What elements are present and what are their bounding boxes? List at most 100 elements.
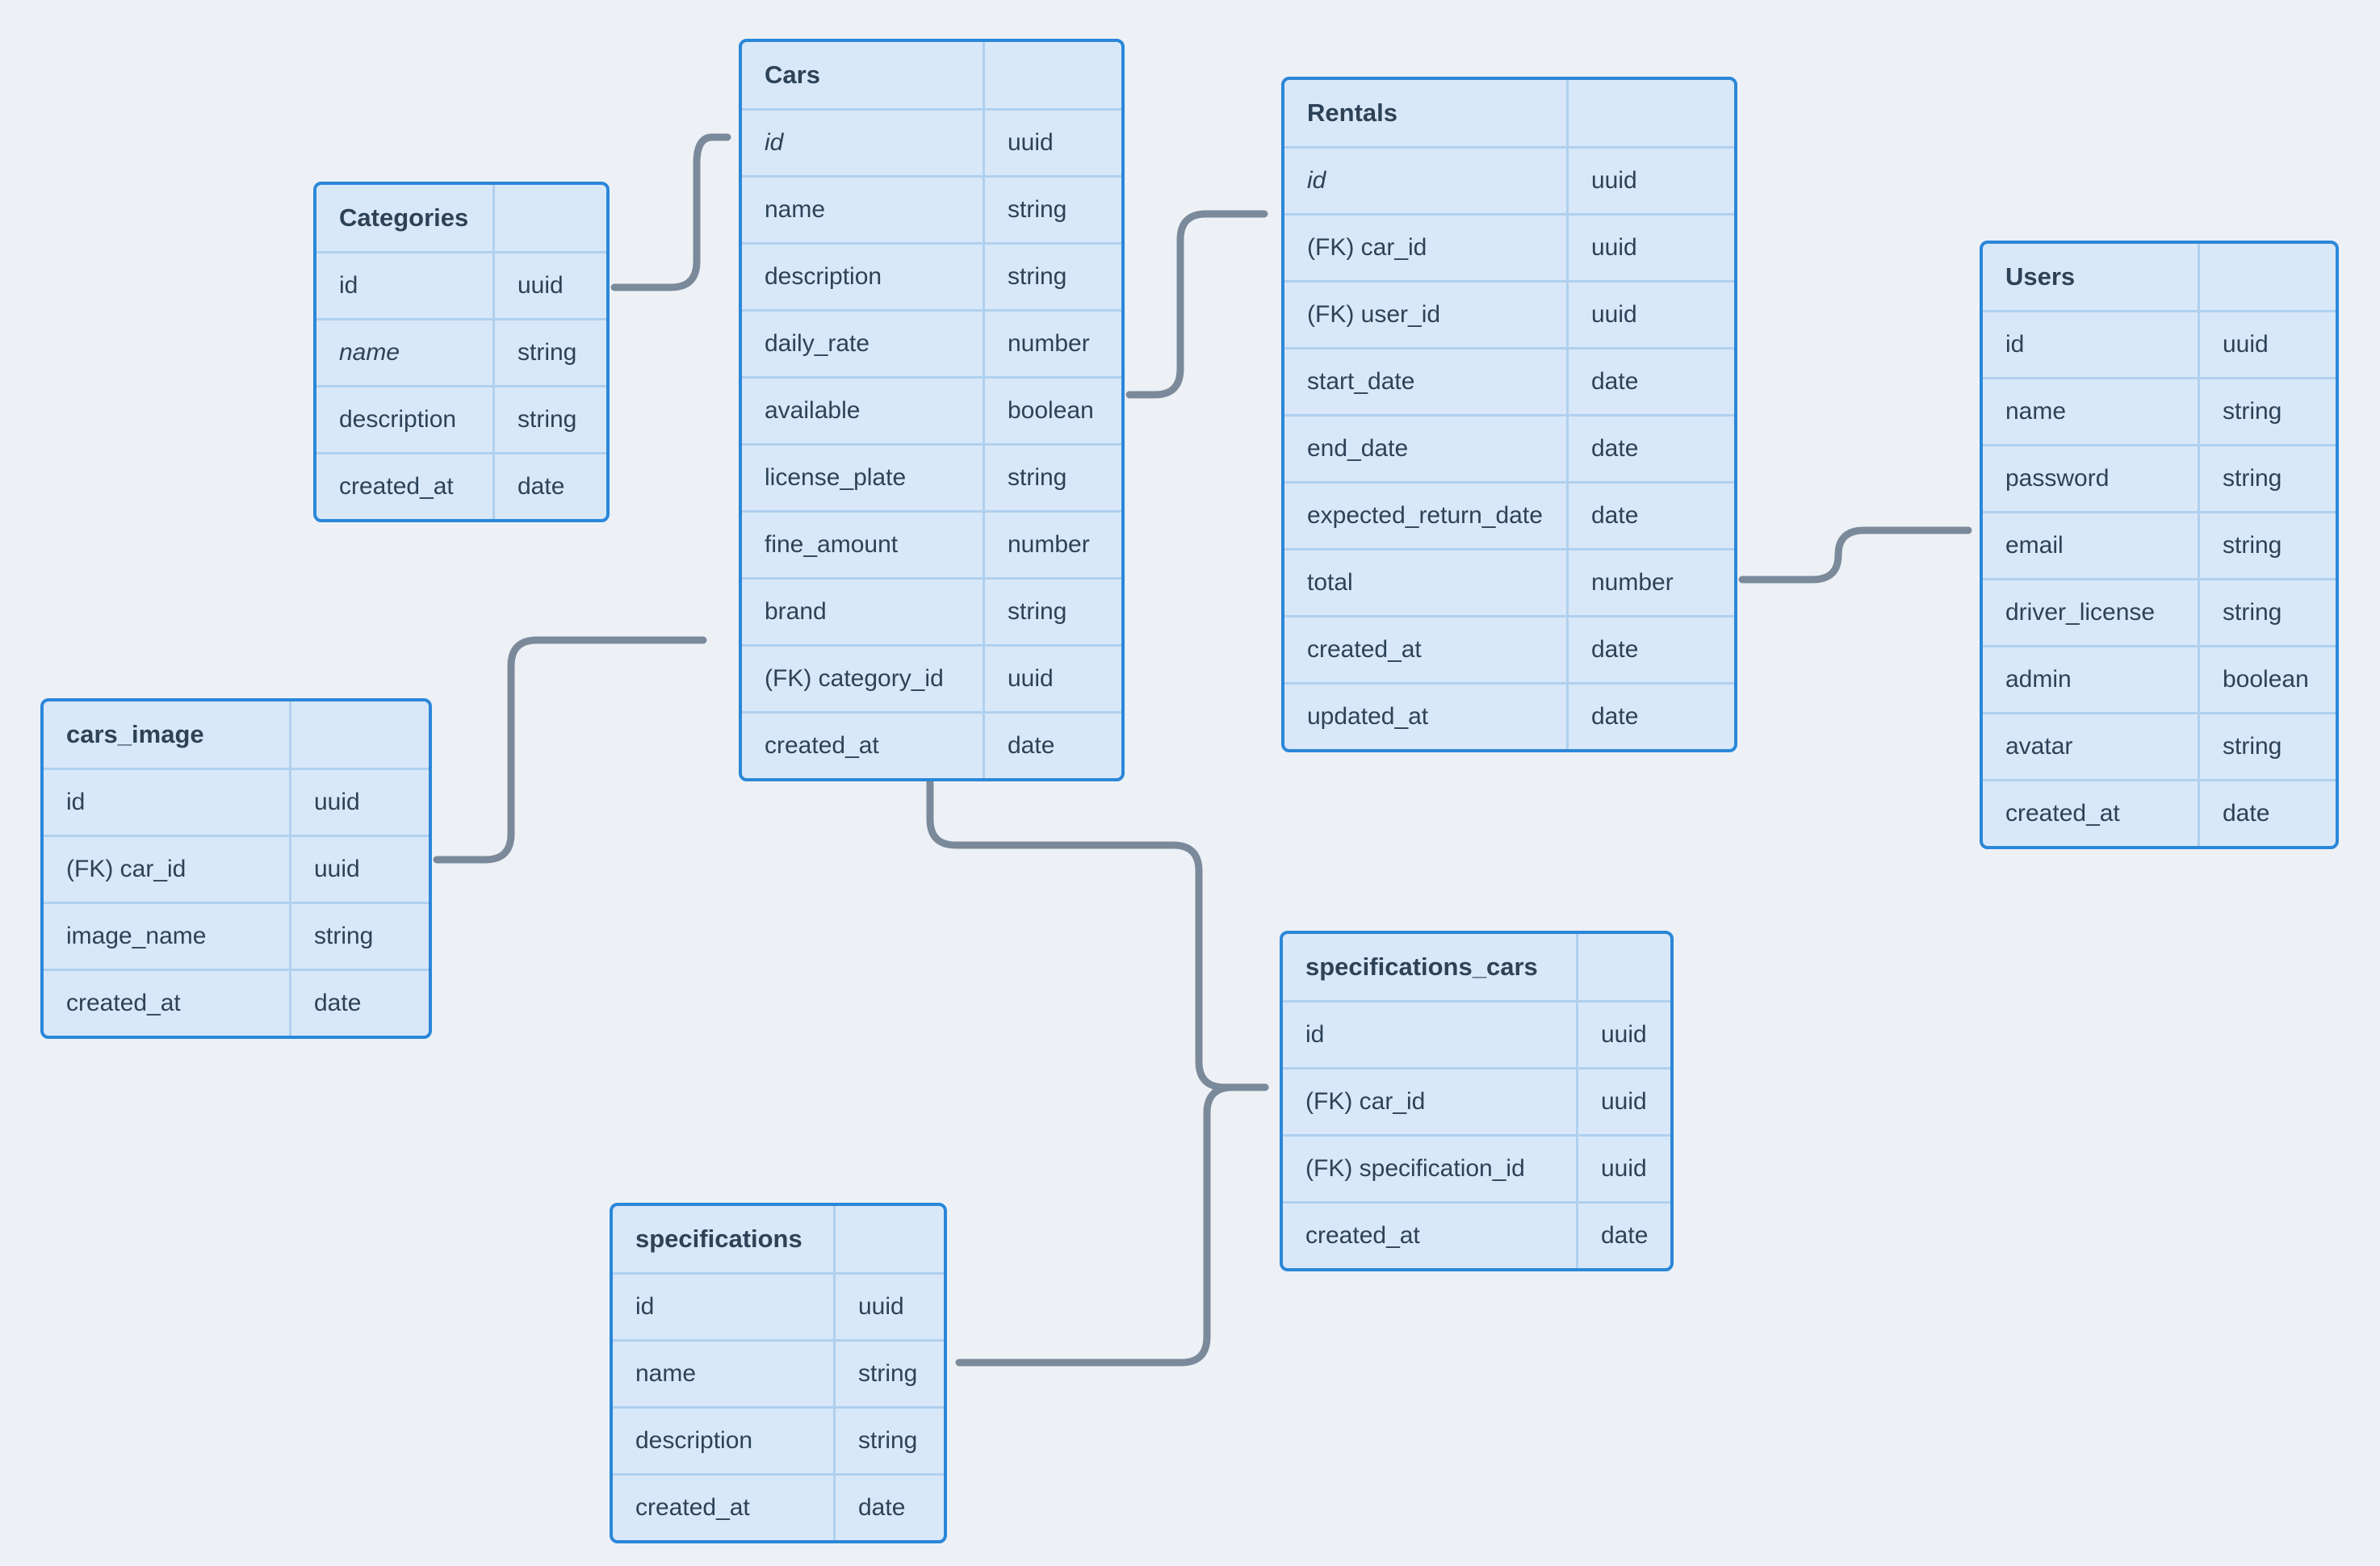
table-header-type-cell bbox=[492, 185, 606, 251]
table-title: specifications bbox=[635, 1225, 802, 1253]
field-type: string bbox=[2198, 714, 2336, 779]
field-name: (FK) user_id bbox=[1307, 301, 1441, 328]
field-type: string bbox=[983, 580, 1121, 644]
table-title: specifications_cars bbox=[1305, 953, 1538, 981]
field-name: id bbox=[2005, 331, 2025, 358]
field-type: string bbox=[2198, 379, 2336, 444]
field-type: date bbox=[1576, 1204, 1670, 1268]
field-row-specifications_cars[interactable]: created_at date bbox=[1283, 1201, 1670, 1268]
field-name: (FK) car_id bbox=[66, 856, 186, 882]
field-name: password bbox=[2005, 465, 2110, 492]
field-type: uuid bbox=[1576, 1137, 1670, 1201]
field-name: (FK) specification_id bbox=[1305, 1155, 1525, 1182]
field-type: number bbox=[983, 513, 1121, 577]
field-name: id bbox=[339, 272, 358, 299]
field-type: date bbox=[289, 971, 429, 1036]
table-header-type-cell bbox=[833, 1206, 944, 1272]
table-header-type-cell bbox=[1566, 80, 1734, 146]
field-row-cars[interactable]: fine_amount number bbox=[742, 510, 1121, 577]
table-title: Users bbox=[2005, 262, 2076, 291]
field-type: string bbox=[2198, 446, 2336, 511]
connector-cars-to-specifications_cars[interactable] bbox=[926, 756, 1269, 1091]
field-name: id bbox=[1305, 1021, 1325, 1048]
field-row-users[interactable]: password string bbox=[1983, 444, 2336, 511]
field-type: uuid bbox=[289, 770, 429, 835]
table-title: Rentals bbox=[1307, 98, 1397, 127]
field-type: string bbox=[833, 1342, 944, 1406]
field-row-specifications_cars[interactable]: (FK) specification_id uuid bbox=[1283, 1134, 1670, 1201]
connector-cars_image-to-cars[interactable] bbox=[433, 636, 707, 864]
table-header-type-cell bbox=[1576, 934, 1670, 1000]
table-header-row: Rentals bbox=[1284, 80, 1734, 146]
field-name: email bbox=[2005, 532, 2064, 559]
connector-categories-to-cars[interactable] bbox=[610, 133, 731, 291]
field-name: fine_amount bbox=[765, 531, 899, 558]
connector-cars-to-rentals[interactable] bbox=[1125, 210, 1268, 399]
field-name: end_date bbox=[1307, 435, 1409, 462]
field-type: uuid bbox=[983, 647, 1121, 711]
field-name: created_at bbox=[1305, 1222, 1420, 1249]
field-type: date bbox=[1566, 484, 1734, 548]
table-header-type-cell bbox=[983, 42, 1121, 108]
table-title: Categories bbox=[339, 203, 469, 232]
field-type: string bbox=[289, 904, 429, 969]
connector-specifications-to-specifications_cars[interactable] bbox=[955, 1083, 1269, 1367]
field-type: uuid bbox=[1566, 216, 1734, 280]
field-name: id bbox=[1307, 167, 1326, 194]
field-name: description bbox=[635, 1427, 753, 1454]
field-row-users[interactable]: avatar string bbox=[1983, 712, 2336, 779]
field-type: date bbox=[833, 1476, 944, 1540]
field-name: avatar bbox=[2005, 733, 2073, 760]
table-header-row: Categories bbox=[316, 185, 606, 251]
connector-rentals-to-users[interactable] bbox=[1738, 526, 1972, 584]
field-name: description bbox=[339, 406, 457, 433]
